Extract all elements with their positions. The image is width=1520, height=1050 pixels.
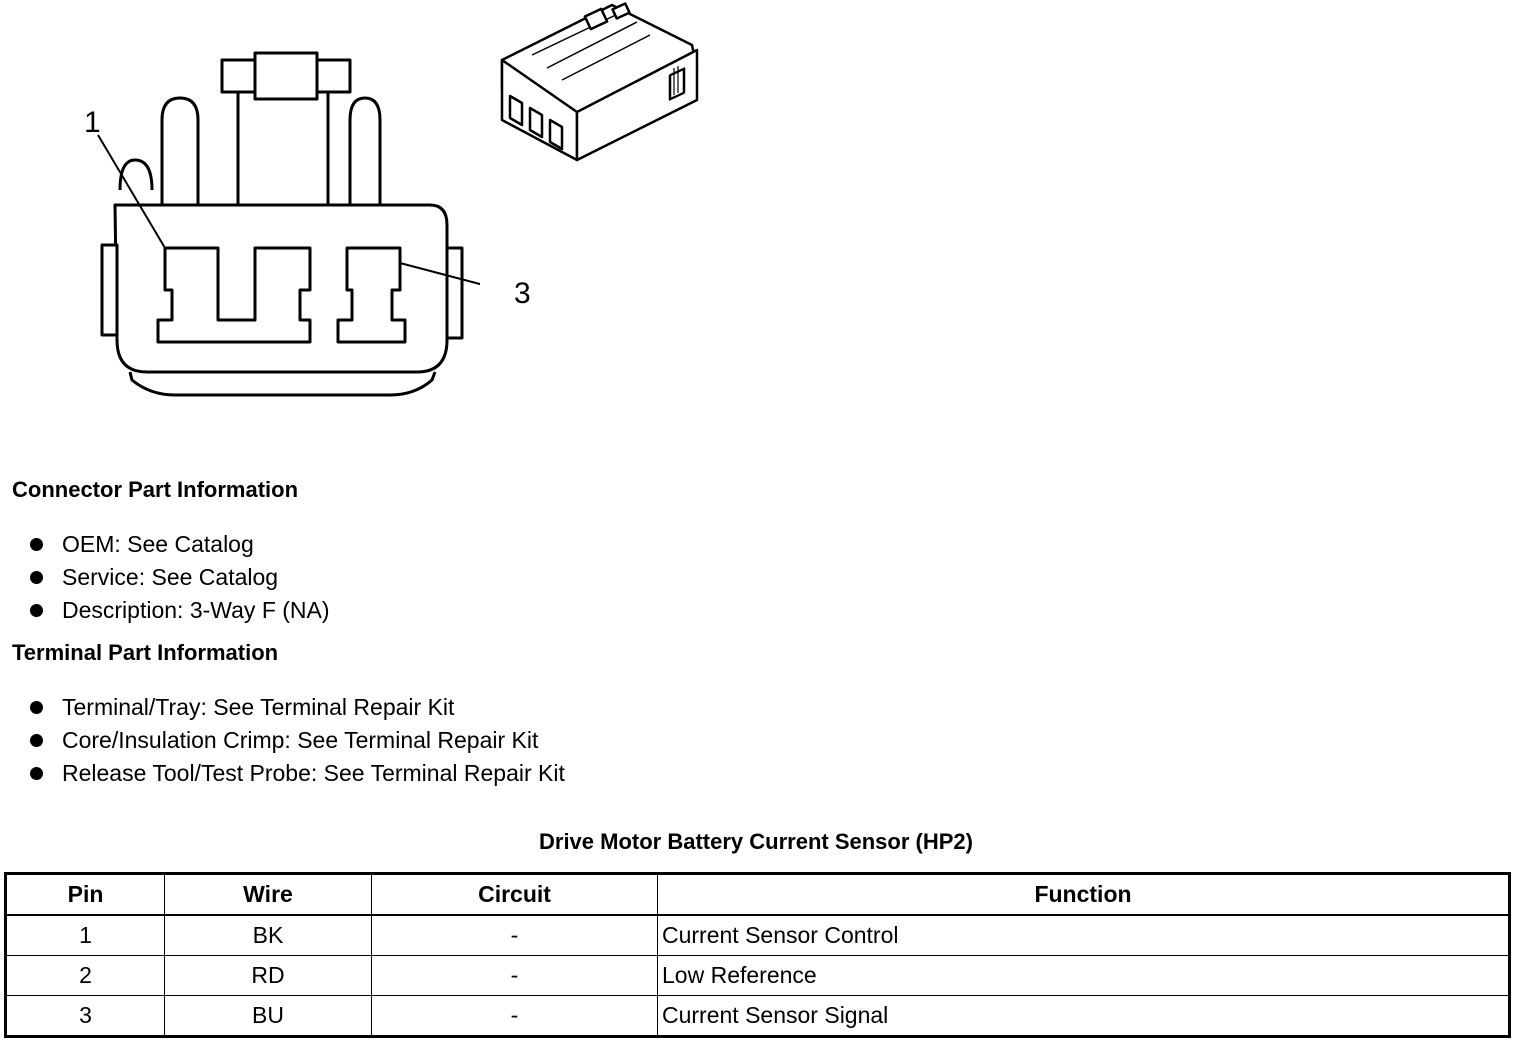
bullet-icon (30, 538, 43, 551)
header-function: Function (657, 873, 1510, 916)
table-row: 1 BK - Current Sensor Control (5, 914, 1510, 956)
bullet-icon (30, 604, 43, 617)
cell-wire: BU (164, 995, 372, 1037)
header-circuit: Circuit (371, 873, 658, 916)
header-pin: Pin (5, 873, 165, 916)
cell-circuit: - (371, 995, 658, 1037)
pin-1-callout: 1 (84, 106, 101, 139)
table-row: 3 BU - Current Sensor Signal (5, 995, 1510, 1037)
table-row: 2 RD - Low Reference (5, 955, 1510, 996)
bullet-icon (30, 701, 43, 714)
bullet-icon (30, 571, 43, 584)
cell-pin: 3 (5, 995, 165, 1037)
list-item: Description: 3-Way F (NA) (28, 594, 330, 627)
table-caption: Drive Motor Battery Current Sensor (HP2) (539, 829, 973, 854)
connector-part-info-heading: Connector Part Information (12, 477, 299, 502)
list-item: Terminal/Tray: See Terminal Repair Kit (28, 691, 565, 724)
header-wire: Wire (164, 873, 372, 916)
list-item: Service: See Catalog (28, 561, 330, 594)
terminal-part-info-list: Terminal/Tray: See Terminal Repair Kit C… (28, 691, 565, 790)
list-item: OEM: See Catalog (28, 528, 330, 561)
bullet-icon (30, 767, 43, 780)
cell-function: Current Sensor Control (657, 914, 1510, 956)
cell-pin: 2 (5, 955, 165, 996)
cell-wire: RD (164, 955, 372, 996)
pin-3-callout: 3 (514, 277, 531, 310)
cell-pin: 1 (5, 914, 165, 956)
cell-wire: BK (164, 914, 372, 956)
list-item: Core/Insulation Crimp: See Terminal Repa… (28, 724, 565, 757)
list-item: Release Tool/Test Probe: See Terminal Re… (28, 757, 565, 790)
connector-isometric-diagram (500, 2, 699, 162)
cell-circuit: - (371, 955, 658, 996)
bullet-icon (30, 734, 43, 747)
terminal-part-info-heading: Terminal Part Information (12, 640, 279, 665)
pinout-table: Pin Wire Circuit Function 1 BK - Current… (4, 872, 1511, 1038)
cell-function: Current Sensor Signal (657, 995, 1510, 1037)
connector-face-diagram (97, 51, 480, 397)
cell-function: Low Reference (657, 955, 1510, 996)
connector-part-info-list: OEM: See Catalog Service: See Catalog De… (28, 528, 330, 627)
cell-circuit: - (371, 914, 658, 956)
table-header-row: Pin Wire Circuit Function (5, 873, 1510, 916)
